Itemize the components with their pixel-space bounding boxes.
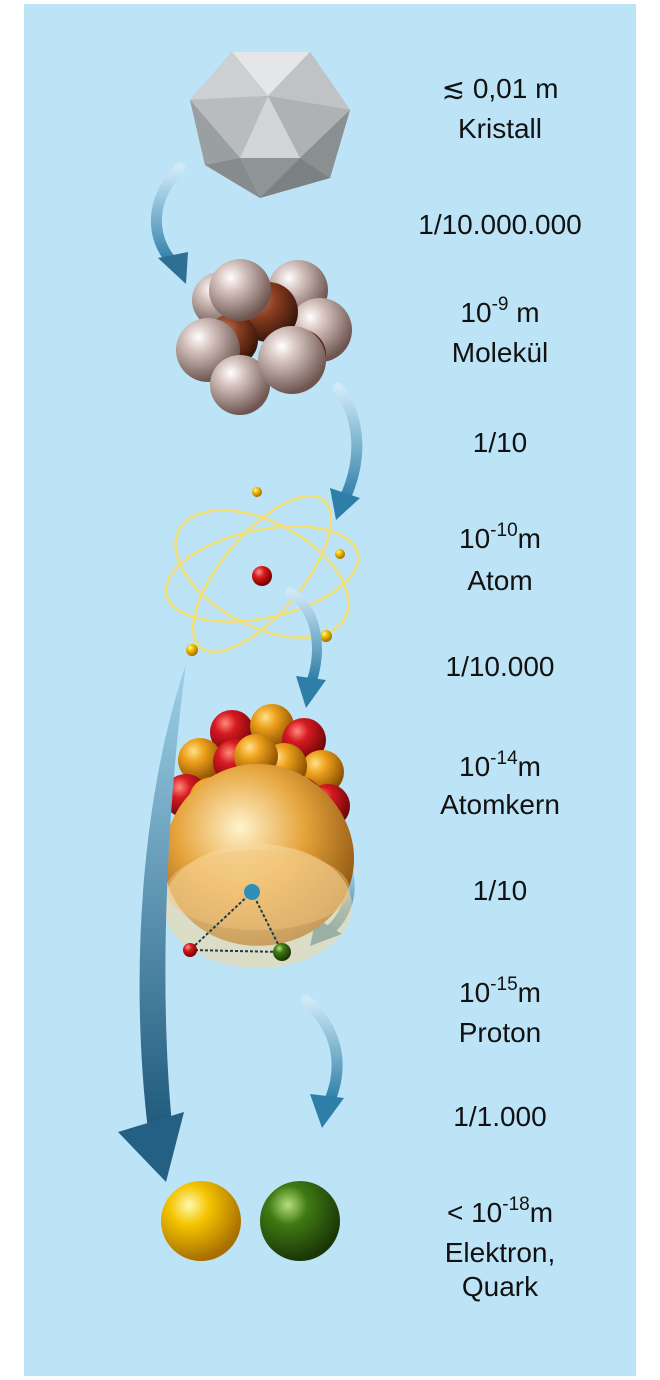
arrow-proton-to-quark (300, 994, 344, 1128)
label-electron-name: Elektron, (444, 1237, 556, 1268)
quark-sphere (260, 1181, 340, 1261)
electron-dot (252, 487, 262, 497)
electron-sphere (161, 1181, 241, 1261)
label-atom-size: 10-10m (459, 520, 541, 554)
label-atom-name: Atom (467, 565, 533, 596)
molecule-icon (176, 259, 352, 415)
arrow-crystal-to-molecule (150, 162, 188, 284)
label-electron-quark-size: < 10-18m (446, 1194, 554, 1228)
arrow-atom-to-electron (118, 664, 186, 1182)
arrow-atom-to-nucleus (285, 587, 326, 708)
ratio-atom-nucleus: 1/10.000 (445, 651, 555, 682)
label-proton-size: 10-15m (459, 974, 541, 1008)
ratio-molecule-atom: 1/10 (472, 427, 528, 458)
label-proton-name: Proton (458, 1017, 542, 1048)
ratio-crystal-molecule: 1/10.000.000 (418, 209, 582, 240)
ratio-proton-quark: 1/1.000 (453, 1101, 547, 1132)
electron-dot (186, 644, 198, 656)
ratio-nucleus-proton: 1/10 (472, 875, 528, 906)
atom-nucleus (252, 566, 272, 586)
crystal-icon (190, 52, 350, 198)
proton-icon (164, 764, 354, 968)
label-crystal-size: ≲ 0,01 m (441, 73, 559, 104)
label-crystal-name: Kristall (457, 113, 542, 144)
arrow-molecule-to-atom (330, 382, 363, 520)
label-molecule-size: 10-9 m (460, 294, 540, 328)
electron-dot (320, 630, 332, 642)
diagram-panel (24, 4, 636, 1376)
label-molecule-name: Molekül (451, 337, 549, 368)
label-nucleus-name: Atomkern (440, 789, 560, 820)
label-quark-name: Quark (461, 1271, 539, 1302)
label-nucleus-size: 10-14m (459, 748, 541, 782)
electron-dot (335, 549, 345, 559)
